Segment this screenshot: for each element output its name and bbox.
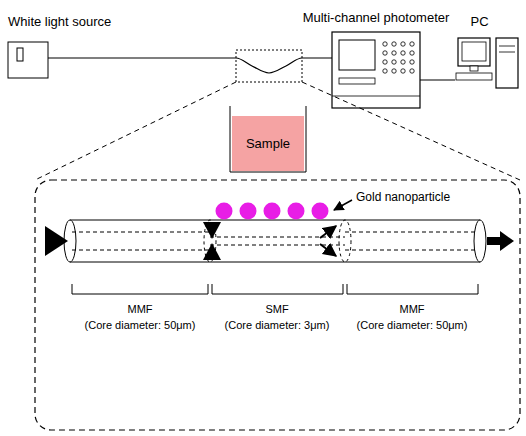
node-heading: PC <box>470 14 488 29</box>
zoom-region <box>236 50 302 82</box>
sample-box: Sample <box>232 116 304 171</box>
gold-nanoparticle <box>216 203 233 220</box>
light-coupling <box>203 222 221 260</box>
core-diameter: (Core diameter: 3μm) <box>225 318 330 332</box>
core-diameter: (Core diameter: 50μm) <box>85 318 196 332</box>
pc-box: PC <box>455 36 520 90</box>
data-cable <box>420 79 455 80</box>
section-name: MMF <box>127 302 152 316</box>
section-name: SMF <box>265 302 288 316</box>
pc-icon <box>456 38 518 88</box>
gold-nanoparticle <box>288 203 305 220</box>
input-light-arrow <box>45 226 68 256</box>
gold-nanoparticle <box>240 203 257 220</box>
evanescent-arrows <box>320 226 336 256</box>
photometer-box: Multi-channel photometer <box>332 32 420 108</box>
gold-nanoparticles <box>216 203 329 220</box>
gold-nanoparticle <box>312 203 329 220</box>
gold-nanoparticle <box>264 203 281 220</box>
light-source-box: White light source <box>8 42 48 78</box>
light-source <box>8 42 48 78</box>
photometer <box>332 32 420 108</box>
callout-label: Gold nanoparticle <box>356 190 450 204</box>
section-name: MMF <box>399 302 424 316</box>
zoom-line <box>302 82 520 180</box>
fiber-illustration <box>64 220 486 262</box>
sample-container <box>230 106 306 172</box>
zoom-line <box>35 82 236 180</box>
node-heading: Multi-channel photometer <box>303 10 450 25</box>
section-brackets <box>72 284 478 294</box>
inset-frame <box>35 180 520 430</box>
core-diameter: (Core diameter: 50μm) <box>357 318 468 332</box>
leader-line <box>334 200 352 210</box>
node-label: Sample <box>246 136 290 151</box>
optical-fiber <box>48 58 332 73</box>
output-light-arrow <box>487 231 514 251</box>
node-heading: White light source <box>8 14 111 29</box>
